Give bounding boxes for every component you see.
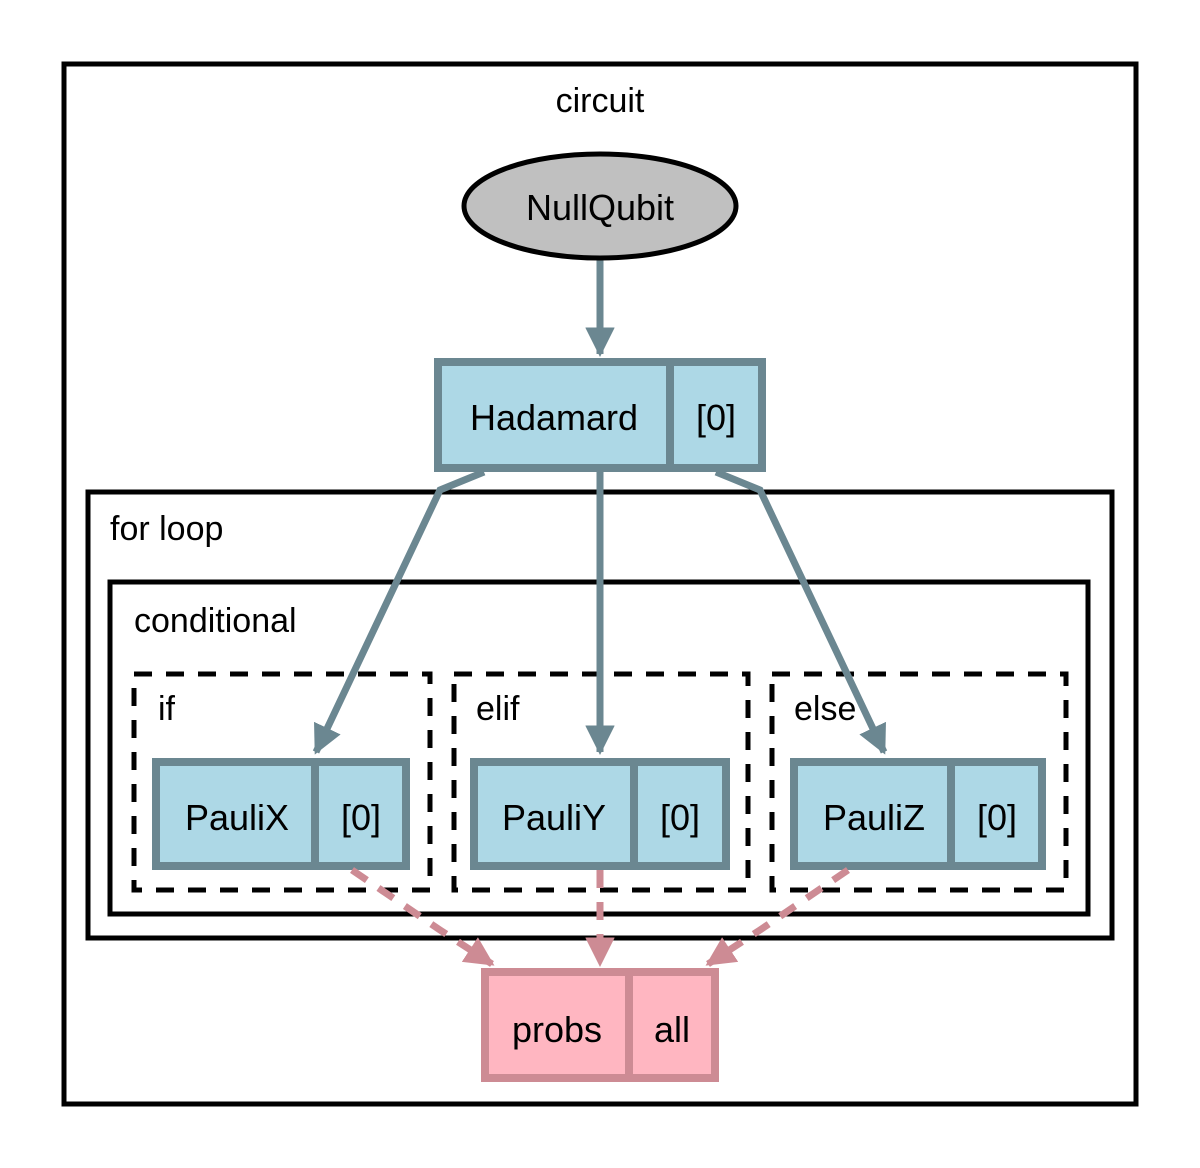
node-gate-hadamard[interactable]: Hadamard [0] [434, 358, 766, 472]
cluster-conditional-label: conditional [134, 602, 297, 640]
gate-wires: [0] [660, 797, 700, 838]
device-label: NullQubit [526, 187, 674, 228]
cluster-branch-elif: elif [451, 671, 751, 893]
node-measurement-probs[interactable]: probs all [481, 968, 719, 1082]
node-device-nullqubit[interactable]: NullQubit [461, 151, 739, 261]
node-gate-paulix[interactable]: PauliX [0] [152, 758, 410, 870]
gate-name: PauliY [502, 797, 606, 838]
cluster-branch-else: else [769, 671, 1069, 893]
gate-wires: [0] [696, 397, 736, 438]
edges-measurement [350, 867, 850, 967]
gate-name: Hadamard [470, 397, 638, 438]
cluster-branch-if: if [131, 671, 433, 893]
edge-hadamard-paulix [312, 468, 486, 755]
gate-name: PauliX [185, 797, 289, 838]
cluster-branch-else-label: else [794, 690, 856, 728]
node-gate-pauliy[interactable]: PauliY [0] [470, 758, 730, 870]
edge-hadamard-pauliz [714, 468, 888, 755]
node-gate-pauliz[interactable]: PauliZ [0] [790, 758, 1046, 870]
edge-pauliz-probs [705, 867, 850, 967]
measurement-wires: all [654, 1009, 690, 1050]
cluster-branch-if-label: if [158, 690, 176, 728]
cluster-branch-elif-label: elif [476, 690, 520, 728]
edges-gate [312, 260, 888, 755]
gate-wires: [0] [341, 797, 381, 838]
measurement-name: probs [512, 1009, 602, 1050]
gate-name: PauliZ [823, 797, 925, 838]
cluster-for-loop-label: for loop [110, 510, 223, 548]
edge-paulix-probs [350, 867, 495, 967]
gate-wires: [0] [977, 797, 1017, 838]
cluster-circuit: circuit [61, 61, 1139, 1107]
cluster-circuit-label: circuit [556, 82, 645, 120]
